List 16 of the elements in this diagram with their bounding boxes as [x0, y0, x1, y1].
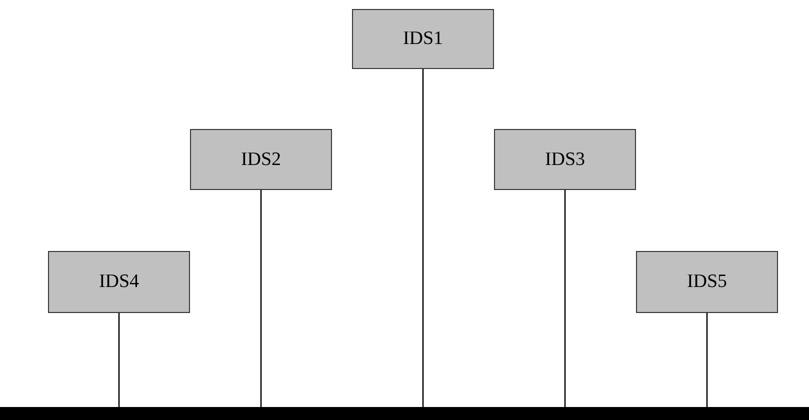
node-box [636, 251, 778, 313]
connector-line [706, 313, 708, 407]
node-label: IDS3 [544, 148, 586, 170]
node-label: IDS2 [240, 148, 282, 170]
connector-line [422, 69, 424, 407]
node-label: IDS1 [402, 28, 444, 50]
node-box [352, 9, 494, 69]
connector-line [118, 313, 120, 407]
connector-line [260, 190, 262, 407]
node-label: IDS4 [98, 271, 140, 293]
node-box [190, 129, 332, 190]
network-bus-bar [0, 407, 809, 420]
connector-line [564, 190, 566, 407]
node-box [48, 251, 190, 313]
node-label: IDS5 [686, 271, 728, 293]
node-box [494, 129, 636, 190]
